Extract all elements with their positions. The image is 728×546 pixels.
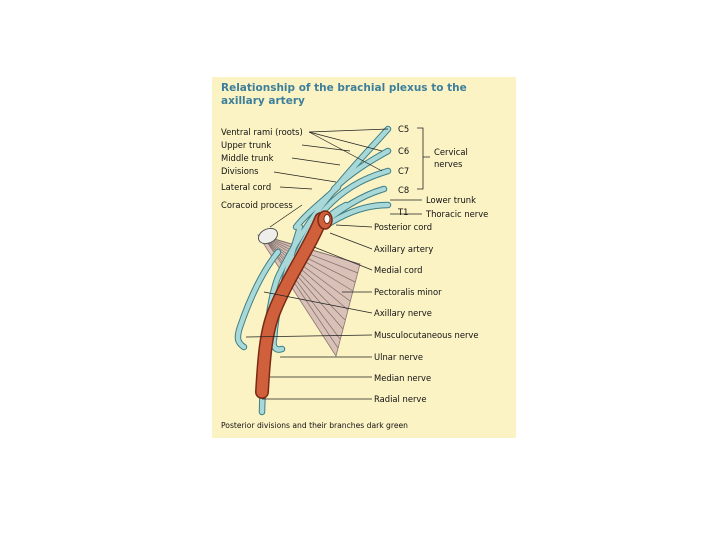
- figure-caption: Posterior divisions and their branches d…: [221, 421, 408, 430]
- label-middle-trunk: Middle trunk: [221, 153, 274, 163]
- label-pectoralis-minor: Pectoralis minor: [374, 287, 442, 297]
- label-upper-trunk: Upper trunk: [221, 140, 272, 150]
- label-c7: C7: [398, 166, 410, 176]
- label-coracoid-process: Coracoid process: [221, 200, 293, 210]
- label-lateral-cord: Lateral cord: [221, 182, 272, 192]
- label-c8: C8: [398, 185, 410, 195]
- label-lower-trunk: Lower trunk: [426, 195, 476, 205]
- brachial-plexus-diagram: [234, 125, 430, 416]
- coracoid-process: [257, 227, 279, 245]
- label-cervical: Cervical: [434, 147, 468, 157]
- label-c6: C6: [398, 146, 410, 156]
- label-t1: T1: [398, 207, 409, 217]
- left-leader-lines: [269, 128, 389, 228]
- figure-title: Relationship of the brachial plexus to t…: [221, 82, 467, 107]
- label-radial-nerve: Radial nerve: [374, 394, 427, 404]
- label-divisions: Divisions: [221, 166, 259, 176]
- label-medial-cord: Medial cord: [374, 265, 423, 275]
- label-posterior-cord: Posterior cord: [374, 222, 433, 232]
- label-ventral-rami: Ventral rami (roots): [221, 127, 303, 137]
- axillary-artery: [255, 210, 333, 399]
- label-musculocutaneous-nerve: Musculocutaneous nerve: [374, 330, 479, 340]
- label-axillary-nerve: Axillary nerve: [374, 308, 432, 318]
- cervical-bracket: [417, 127, 430, 190]
- right-leader-lines: [245, 199, 422, 400]
- label-c5: C5: [398, 124, 410, 134]
- label-median-nerve: Median nerve: [374, 373, 432, 383]
- label-thoracic-nerve: Thoracic nerve: [426, 209, 489, 219]
- label-ulnar-nerve: Ulnar nerve: [374, 352, 424, 362]
- label-axillary-artery: Axillary artery: [374, 244, 434, 254]
- label-nerves: nerves: [434, 159, 463, 169]
- figure-panel: Relationship of the brachial plexus to t…: [212, 77, 516, 438]
